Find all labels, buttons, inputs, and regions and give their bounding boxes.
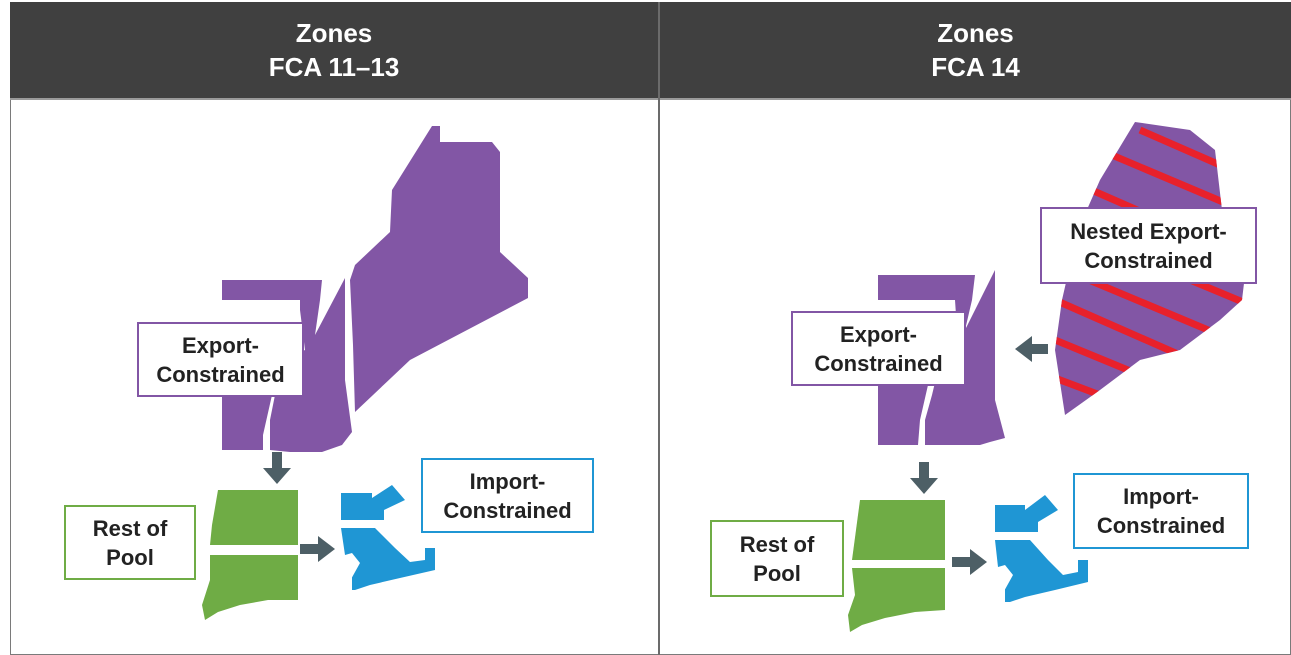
right-panel-header: Zones FCA 14: [660, 2, 1291, 98]
left-panel-header: Zones FCA 11–13: [10, 2, 658, 98]
right-rest-lower: [848, 568, 945, 632]
right-rest-upper: [852, 500, 945, 560]
right-rest-label-line1: Rest of: [739, 531, 815, 557]
left-rest-upper: [210, 490, 298, 545]
panel-divider: [658, 2, 660, 655]
left-arrow-down: [263, 452, 291, 484]
left-panel-subtitle: FCA 11–13: [268, 52, 400, 82]
left-rest-label: Rest of Pool: [64, 505, 196, 580]
left-export-north-region: [350, 126, 528, 412]
right-arrow-right: [952, 549, 987, 575]
right-export-lower: [878, 385, 928, 445]
left-export-lower-region: [222, 395, 272, 450]
right-export-label-line2: Constrained: [814, 350, 943, 376]
right-export-label-line1: Export-: [840, 321, 917, 347]
right-import-label: Import- Constrained: [1073, 473, 1249, 549]
right-import-label-line1: Import-: [1123, 484, 1199, 509]
right-panel-subtitle: FCA 14: [931, 52, 1020, 82]
left-export-label-line1: Export-: [182, 332, 259, 358]
right-header-rule: [660, 98, 1291, 100]
right-panel-title: Zones: [937, 18, 1014, 48]
right-export-region: [878, 270, 1005, 445]
right-import-notch: [998, 572, 1005, 602]
right-arrow-left: [1015, 336, 1048, 362]
right-nested-label: Nested Export- Constrained: [1040, 207, 1257, 284]
right-rest-label-line2: Pool: [753, 560, 801, 586]
left-export-label: Export- Constrained: [137, 322, 304, 397]
left-rest-lower: [202, 555, 298, 620]
left-import-bottom: [341, 528, 435, 590]
left-arrow-right: [300, 536, 335, 562]
left-rest-label-line2: Pool: [106, 544, 154, 570]
right-rest-label: Rest of Pool: [710, 520, 844, 597]
left-import-top: [341, 485, 405, 520]
left-export-label-line2: Constrained: [156, 361, 285, 387]
left-header-rule: [10, 98, 658, 100]
right-import-bottom: [995, 540, 1088, 602]
left-rest-label-line1: Rest of: [92, 515, 168, 541]
left-import-label-line1: Import-: [469, 468, 546, 494]
left-import-label: Import- Constrained: [421, 458, 594, 533]
right-import-top: [995, 495, 1058, 532]
left-import-label-line2: Constrained: [443, 497, 572, 523]
right-arrow-down: [910, 462, 938, 494]
right-nested-label-line1: Nested Export-: [1070, 218, 1227, 244]
right-nested-label-line2: Constrained: [1084, 247, 1213, 273]
left-import-notch: [345, 560, 352, 590]
right-import-label-line2: Constrained: [1096, 513, 1226, 538]
left-panel-title: Zones: [295, 18, 373, 48]
right-export-label: Export- Constrained: [791, 311, 966, 386]
